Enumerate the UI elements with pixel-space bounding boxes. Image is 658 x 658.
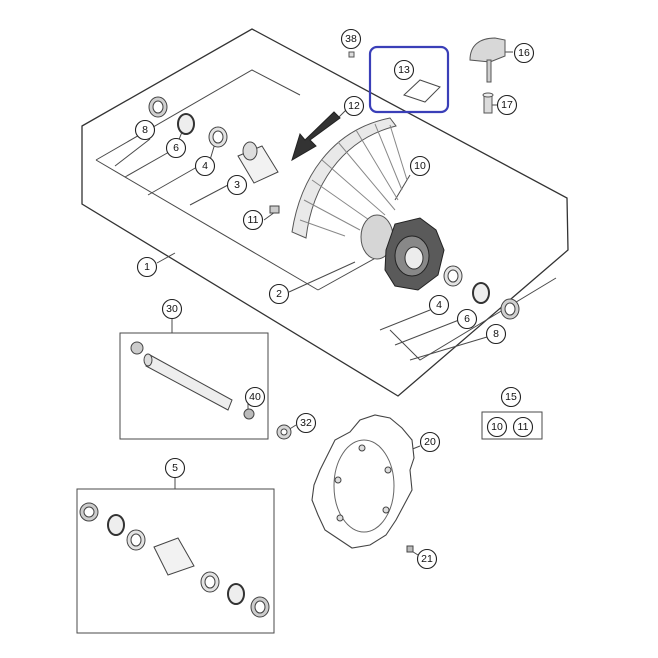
callout-21[interactable]: 21 [416, 548, 438, 570]
svg-text:8: 8 [493, 328, 499, 340]
callout-20[interactable]: 20 [419, 431, 441, 453]
svg-text:10: 10 [414, 160, 426, 172]
svg-text:13: 13 [398, 64, 410, 76]
right-bearing-stack [443, 265, 520, 320]
part-17-bolt [482, 92, 494, 114]
part-38-nipple [348, 51, 355, 58]
callout-4-left[interactable]: 4 [194, 155, 216, 177]
part-12-rim [291, 117, 408, 239]
callout-15[interactable]: 15 [500, 386, 522, 408]
callout-15-10[interactable]: 10 [486, 416, 508, 438]
callout-13[interactable]: 13 [393, 59, 415, 81]
svg-text:8: 8 [142, 124, 148, 136]
callout-17[interactable]: 17 [496, 94, 518, 116]
part-16-tool [469, 37, 506, 83]
svg-text:6: 6 [464, 313, 470, 325]
callout-32[interactable]: 32 [295, 412, 317, 434]
svg-text:4: 4 [436, 299, 442, 311]
svg-text:5: 5 [172, 462, 178, 474]
svg-text:21: 21 [421, 553, 433, 565]
assembly-frame-outline [81, 28, 569, 397]
callout-11[interactable]: 11 [242, 209, 264, 231]
callout-10[interactable]: 10 [409, 155, 431, 177]
callout-16[interactable]: 16 [513, 42, 535, 64]
callout-4-right[interactable]: 4 [428, 294, 450, 316]
rim-tape-sketch [403, 79, 441, 103]
part-20-brake-disc [311, 414, 415, 549]
kit-15-box [481, 411, 543, 440]
svg-text:10: 10 [491, 421, 503, 433]
hub-bracket-lower [95, 159, 319, 291]
svg-text:4: 4 [202, 160, 208, 172]
svg-text:11: 11 [518, 421, 529, 433]
svg-text:12: 12 [348, 100, 360, 112]
svg-text:17: 17 [501, 99, 513, 111]
callout-8-left[interactable]: 8 [134, 119, 156, 141]
part-32-nut [276, 424, 292, 440]
part-10-hub [360, 214, 445, 291]
svg-text:40: 40 [249, 391, 261, 403]
callout-12[interactable]: 12 [343, 95, 365, 117]
svg-text:6: 6 [173, 142, 179, 154]
svg-text:20: 20 [424, 436, 436, 448]
callout-2[interactable]: 2 [268, 283, 290, 305]
svg-text:32: 32 [300, 417, 312, 429]
svg-text:2: 2 [276, 288, 282, 300]
direction-arrow [291, 111, 341, 162]
svg-text:1: 1 [144, 261, 150, 273]
callout-1[interactable]: 1 [136, 256, 158, 278]
part-30-axle [130, 341, 255, 420]
callout-38[interactable]: 38 [340, 28, 362, 50]
svg-text:3: 3 [234, 179, 240, 191]
callout-6-left[interactable]: 6 [165, 137, 187, 159]
left-bearing-stack [148, 96, 280, 214]
svg-text:16: 16 [518, 47, 530, 59]
callout-5[interactable]: 5 [164, 457, 186, 479]
svg-text:30: 30 [166, 303, 178, 315]
hub-bracket-upper [95, 69, 301, 161]
callout-8-right[interactable]: 8 [485, 323, 507, 345]
svg-text:11: 11 [248, 214, 259, 226]
callout-3[interactable]: 3 [226, 174, 248, 196]
highlight-box-13[interactable] [368, 45, 450, 114]
svg-text:15: 15 [505, 391, 517, 403]
callout-40[interactable]: 40 [244, 386, 266, 408]
kit-5-parts [79, 502, 270, 618]
svg-text:38: 38 [345, 33, 357, 45]
part-21-bolt [406, 545, 414, 553]
axle-box [119, 332, 269, 440]
callout-6-right[interactable]: 6 [456, 308, 478, 330]
callout-15-11[interactable]: 11 [512, 416, 534, 438]
kit-5-box [76, 488, 275, 634]
callout-30[interactable]: 30 [161, 298, 183, 320]
